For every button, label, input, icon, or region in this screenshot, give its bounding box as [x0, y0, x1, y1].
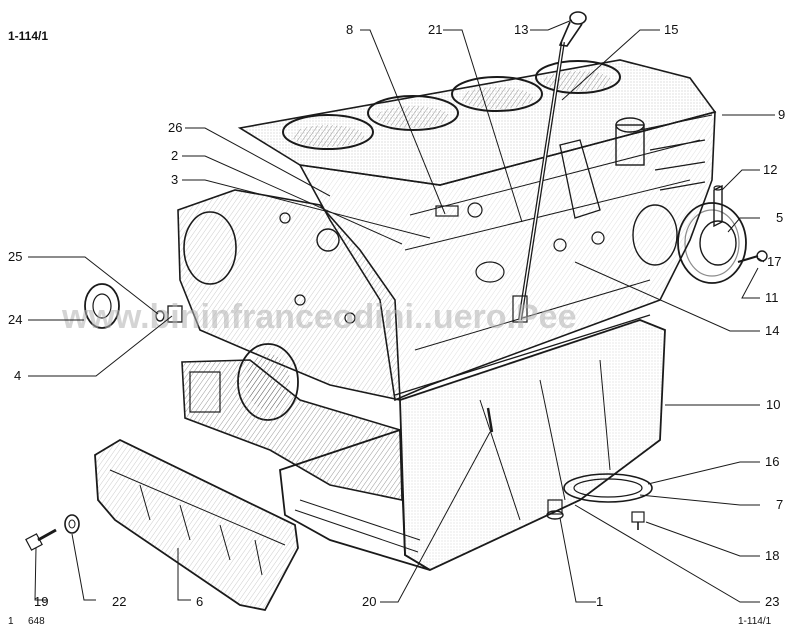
callout-9: 9 — [778, 107, 785, 122]
callout-20: 20 — [362, 594, 376, 609]
leader-lines — [28, 19, 775, 603]
oil-seal — [84, 283, 183, 329]
footer-left-index: 1 — [8, 616, 14, 627]
footer-right-reference: 1-114/1 — [738, 616, 772, 627]
watermark-text: www.bininfranceodini..uero.Pee — [61, 298, 576, 336]
callout-2: 2 — [171, 148, 178, 163]
callout-22: 22 — [112, 594, 126, 609]
callout-26: 26 — [168, 120, 182, 135]
callout-12: 12 — [763, 162, 777, 177]
pump-bolt — [737, 250, 768, 263]
callout-24: 24 — [8, 312, 22, 327]
engine-illustration — [25, 11, 768, 612]
callout-3: 3 — [171, 172, 178, 187]
callout-15: 15 — [664, 22, 678, 37]
callout-13: 13 — [514, 22, 528, 37]
figure-reference: 1-114/1 — [8, 29, 48, 43]
oil-sump — [279, 314, 666, 572]
dipstick-assembly — [512, 11, 587, 323]
callout-1: 1 — [596, 594, 603, 609]
callout-23: 23 — [765, 594, 779, 609]
callout-18: 18 — [765, 548, 779, 563]
mounting-bolt — [25, 514, 80, 551]
water-pump — [677, 184, 747, 284]
callout-16: 16 — [765, 454, 779, 469]
callout-17: 17 — [767, 254, 781, 269]
callout-21: 21 — [428, 22, 442, 37]
callout-19: 19 — [34, 594, 48, 609]
callout-5: 5 — [776, 210, 783, 225]
callout-10: 10 — [766, 397, 780, 412]
splash-shield — [94, 438, 299, 612]
callout-labels: 8 21 13 15 9 26 2 3 12 5 25 17 11 24 14 … — [8, 22, 785, 609]
footer-left-code: 648 — [28, 616, 45, 627]
callout-11: 11 — [765, 290, 779, 305]
callout-14: 14 — [765, 323, 779, 338]
callout-4: 4 — [14, 368, 21, 383]
callout-8: 8 — [346, 22, 353, 37]
cover-plate — [563, 473, 653, 530]
callout-7: 7 — [776, 497, 783, 512]
callout-6: 6 — [196, 594, 203, 609]
callout-25: 25 — [8, 249, 22, 264]
